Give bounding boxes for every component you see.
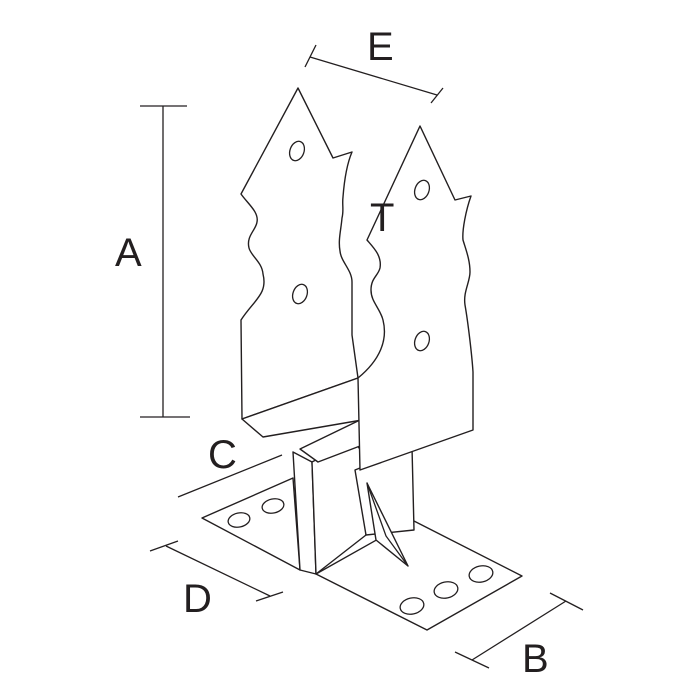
left-base-plate	[201, 477, 301, 571]
side-hole	[291, 283, 309, 305]
label-c: C	[208, 433, 237, 477]
stiffener-rib	[366, 482, 409, 567]
base-hole	[399, 597, 425, 615]
base-hole	[433, 581, 459, 599]
right-side-plate	[357, 125, 474, 471]
base-hole	[261, 498, 285, 514]
side-hole	[413, 179, 431, 201]
dimension-a	[140, 105, 190, 418]
left-side-plate	[240, 87, 363, 438]
side-hole	[288, 140, 306, 162]
label-a: A	[115, 231, 142, 275]
dimension-b	[454, 592, 584, 669]
label-b: B	[522, 637, 549, 681]
right-column	[354, 446, 415, 567]
label-e: E	[367, 25, 394, 69]
label-d: D	[183, 577, 212, 621]
center-web	[292, 419, 367, 575]
label-t: T	[370, 196, 394, 240]
dimension-d	[149, 540, 284, 602]
base-hole	[227, 512, 251, 528]
side-hole	[413, 330, 431, 352]
base-hole	[468, 565, 494, 583]
dimension-c	[177, 454, 283, 498]
dimension-e	[304, 44, 444, 104]
